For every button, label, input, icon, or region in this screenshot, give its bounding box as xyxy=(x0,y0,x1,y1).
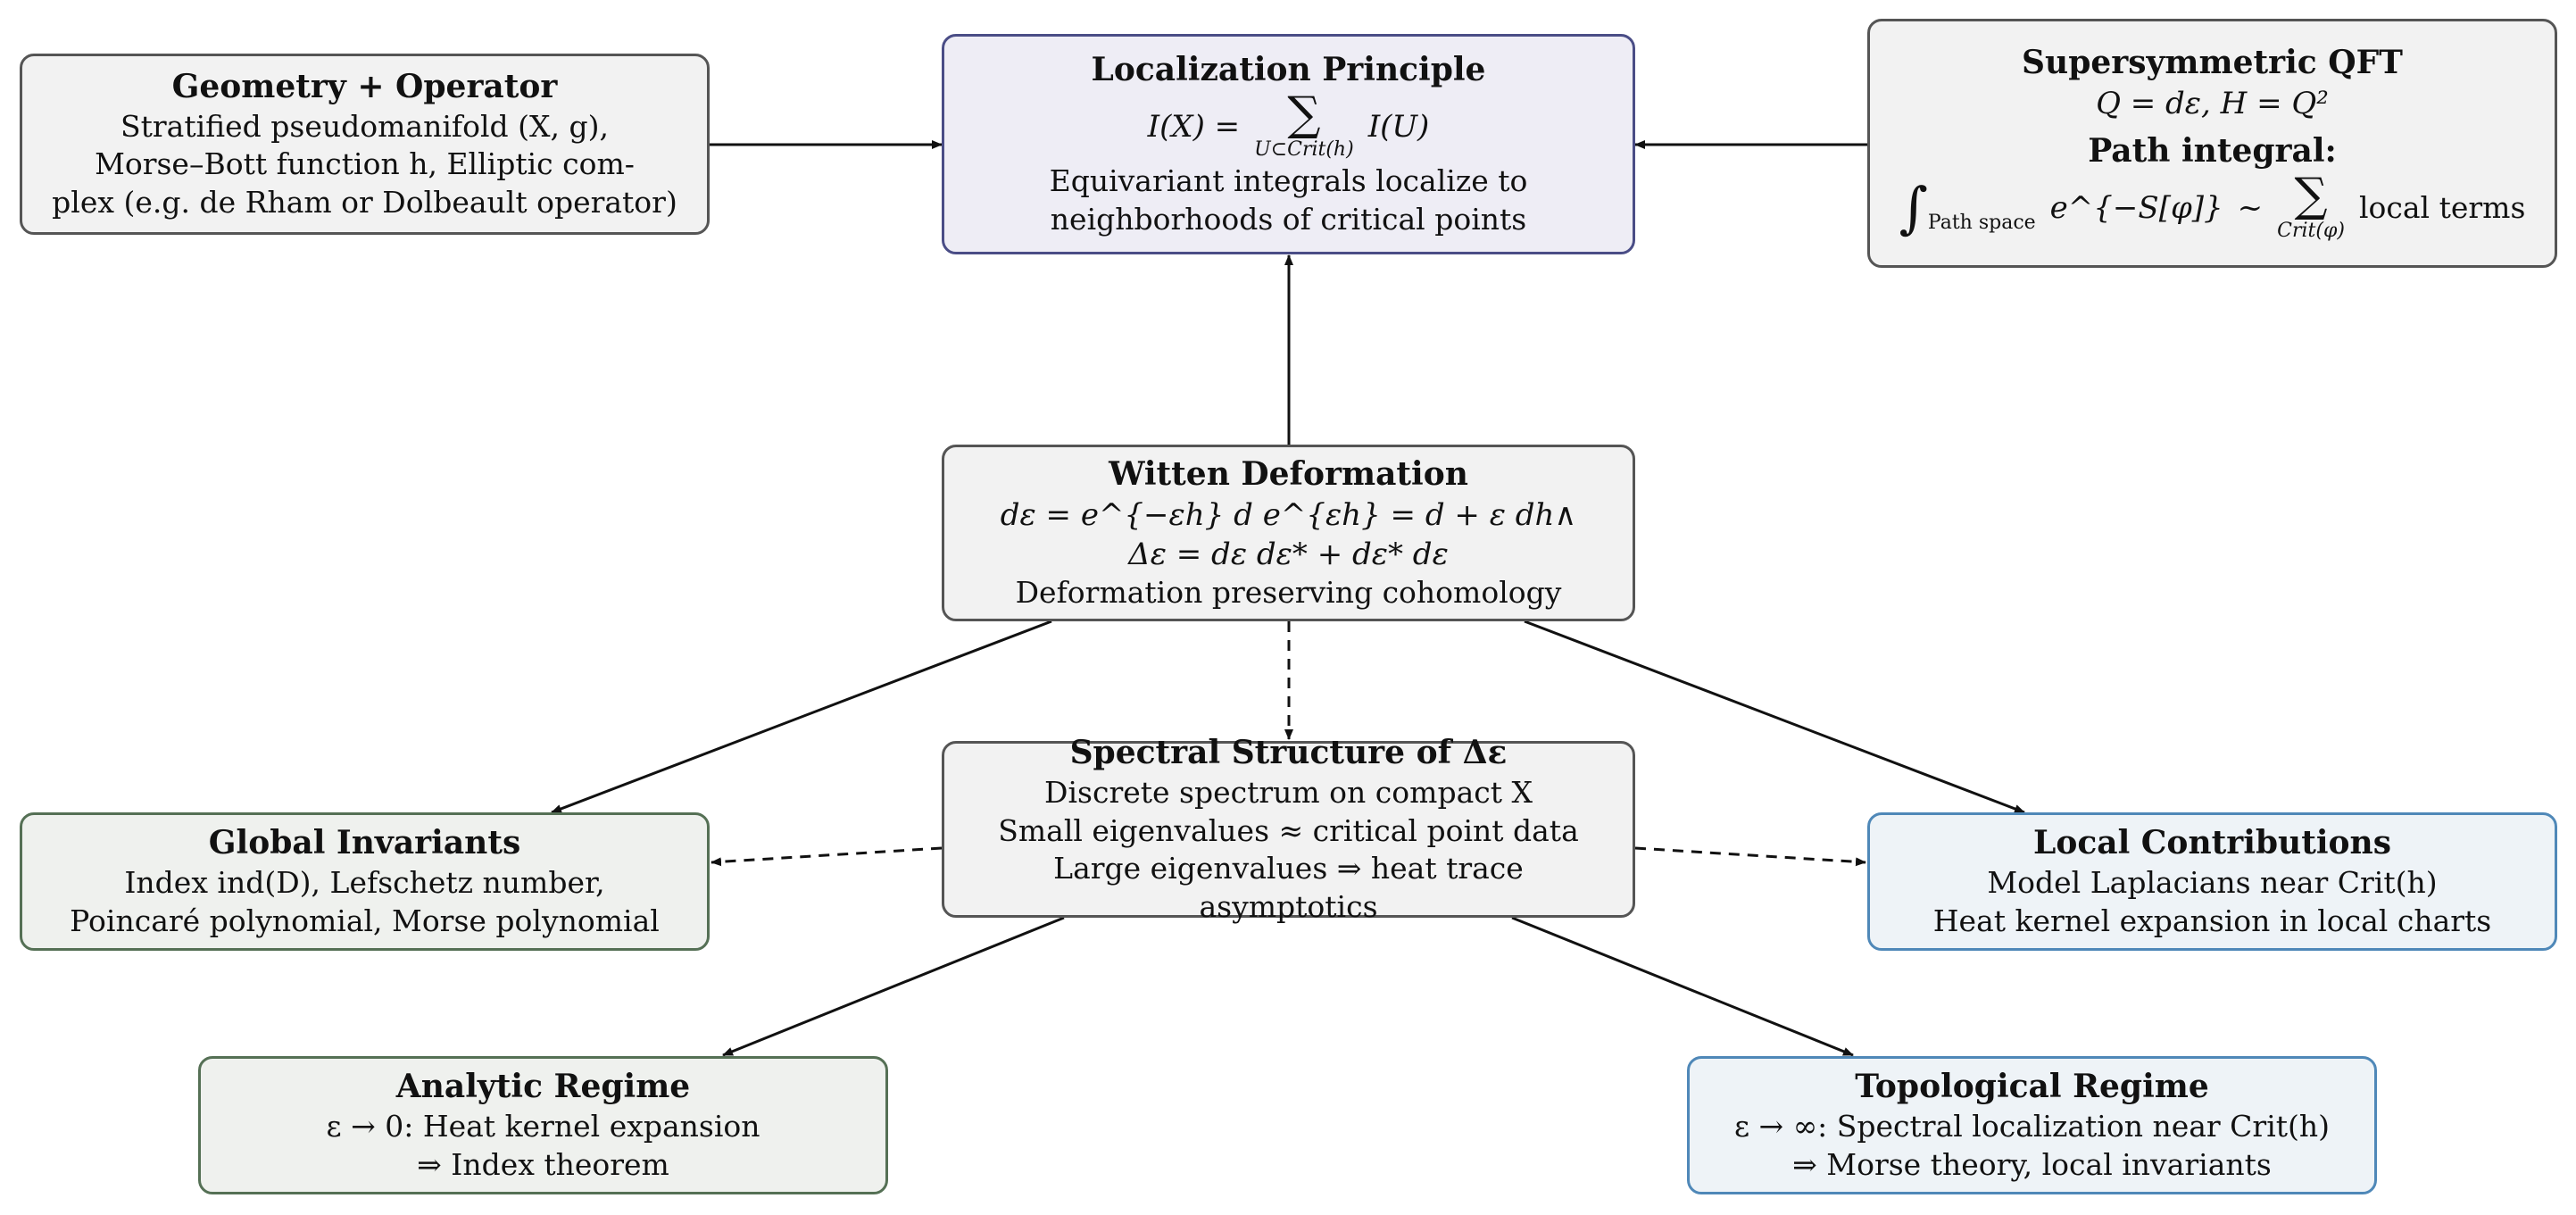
witten-formula-1: dε = e^{−εh} d e^{εh} = d + ε dh∧ xyxy=(1000,496,1577,533)
edge-spectral-local xyxy=(1634,846,1866,867)
local-line-1: Model Laplacians near Crit(h) xyxy=(1987,865,2438,901)
localization-title: Localization Principle xyxy=(1091,50,1486,88)
integral-symbol: ∫ xyxy=(1899,175,1928,241)
susy-sum-subscript: Crit(φ) xyxy=(2277,220,2345,243)
node-spectral: Spectral Structure of Δε Discrete spectr… xyxy=(942,734,1635,924)
edge-witten-local xyxy=(1524,620,2025,814)
local-title: Local Contributions xyxy=(2033,824,2391,862)
node-witten: Witten Deformation dε = e^{−εh} d e^{εh}… xyxy=(942,445,1635,621)
integral-subscript: Path space xyxy=(1927,211,2036,234)
node-susy: Supersymmetric QFT Q = dε, H = Q² Path i… xyxy=(1867,19,2557,268)
susy-sum-symbol: ∑ xyxy=(2294,169,2328,223)
node-localization: Localization Principle I(X) = ∑ U⊂Crit(h… xyxy=(942,34,1635,254)
witten-title: Witten Deformation xyxy=(1109,454,1468,493)
integral-sim: ~ xyxy=(2237,190,2264,227)
edge-spectral-global xyxy=(710,846,943,867)
spectral-title: Spectral Structure of Δε xyxy=(1069,733,1508,771)
localization-line-2: neighborhoods of critical points xyxy=(1050,202,1527,237)
spectral-line-3: Large eigenvalues ⇒ heat trace asymptoti… xyxy=(1053,851,1524,925)
edge-spectral-topological xyxy=(1511,916,1854,1057)
spectral-line-1: Discrete spectrum on compact X xyxy=(1044,774,1533,810)
edge-witten-global xyxy=(551,620,1052,814)
geometry-line-2: Morse–Bott function h, Elliptic com- xyxy=(95,146,635,182)
global-title: Global Invariants xyxy=(208,824,521,862)
susy-integral: ∫ Path space e^{−S[φ]} ~ ∑ Crit(φ) local… xyxy=(1899,172,2526,245)
geometry-line-1: Stratified pseudomanifold (X, g), xyxy=(120,108,609,144)
localization-formula-lhs: I(X) = xyxy=(1147,108,1241,145)
localization-sum-subscript: U⊂Crit(h) xyxy=(1254,137,1354,161)
analytic-line-1: ε → 0: Heat kernel expansion xyxy=(326,1109,760,1144)
edge-spectral-analytic xyxy=(722,916,1065,1057)
node-topological: Topological Regime ε → ∞: Spectral local… xyxy=(1687,1056,2377,1194)
localization-formula-rhs: I(U) xyxy=(1367,108,1430,145)
node-global: Global Invariants Index ind(D), Lefschet… xyxy=(20,812,710,951)
integral-tail: local terms xyxy=(2358,189,2526,225)
localization-formula: I(X) = ∑ U⊂Crit(h) I(U) xyxy=(1148,91,1430,163)
topological-line-1: ε → ∞: Spectral localization near Crit(h… xyxy=(1733,1109,2331,1144)
localization-sum-symbol: ∑ xyxy=(1287,87,1321,141)
local-line-2: Heat kernel expansion in local charts xyxy=(1932,903,2492,938)
spectral-line-2: Small eigenvalues ≈ critical point data xyxy=(998,812,1579,848)
analytic-line-2: ⇒ Index theorem xyxy=(417,1146,669,1182)
susy-formula: Q = dε, H = Q² xyxy=(2096,86,2329,122)
witten-line-3: Deformation preserving cohomology xyxy=(1015,575,1562,611)
witten-formula-2: Δε = dε dε* + dε* dε xyxy=(1128,536,1449,572)
susy-title: Supersymmetric QFT xyxy=(2022,44,2403,82)
global-line-2: Poincaré polynomial, Morse polynomial xyxy=(70,903,660,938)
topological-line-2: ⇒ Morse theory, local invariants xyxy=(1792,1146,2272,1182)
integral-integrand: e^{−S[φ]} xyxy=(2049,190,2223,227)
localization-line-1: Equivariant integrals localize to xyxy=(1049,163,1528,199)
topological-title: Topological Regime xyxy=(1855,1068,2209,1106)
analytic-title: Analytic Regime xyxy=(395,1068,691,1106)
susy-subtitle: Path integral: xyxy=(2088,132,2337,171)
geometry-line-3: plex (e.g. de Rham or Dolbeault operator… xyxy=(52,185,677,221)
geometry-title: Geometry + Operator xyxy=(171,67,558,105)
node-geometry: Geometry + Operator Stratified pseudoman… xyxy=(20,54,710,235)
node-local: Local Contributions Model Laplacians nea… xyxy=(1867,812,2557,951)
node-analytic: Analytic Regime ε → 0: Heat kernel expan… xyxy=(198,1056,888,1194)
global-line-1: Index ind(D), Lefschetz number, xyxy=(124,865,605,901)
